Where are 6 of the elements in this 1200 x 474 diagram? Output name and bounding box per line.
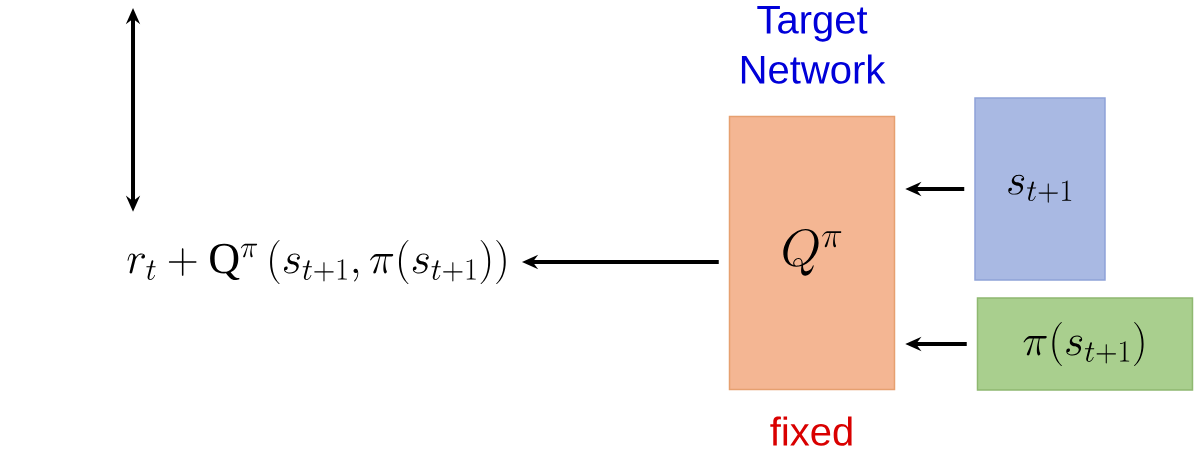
state-box: $s_{t+1}$	[974, 97, 1106, 281]
node-label: Target Network	[741, 5, 886, 84]
node-label: fixed	[770, 416, 852, 446]
formula-text: $r_t + \mathrm{Q}^{\pi}\left(s_{t+1},\pi(s_{t+1})\right)$	[127, 240, 506, 284]
action-box: $\pi(s_{t+1})$	[976, 297, 1194, 391]
network-box: $Q^{\pi}$	[728, 115, 896, 391]
